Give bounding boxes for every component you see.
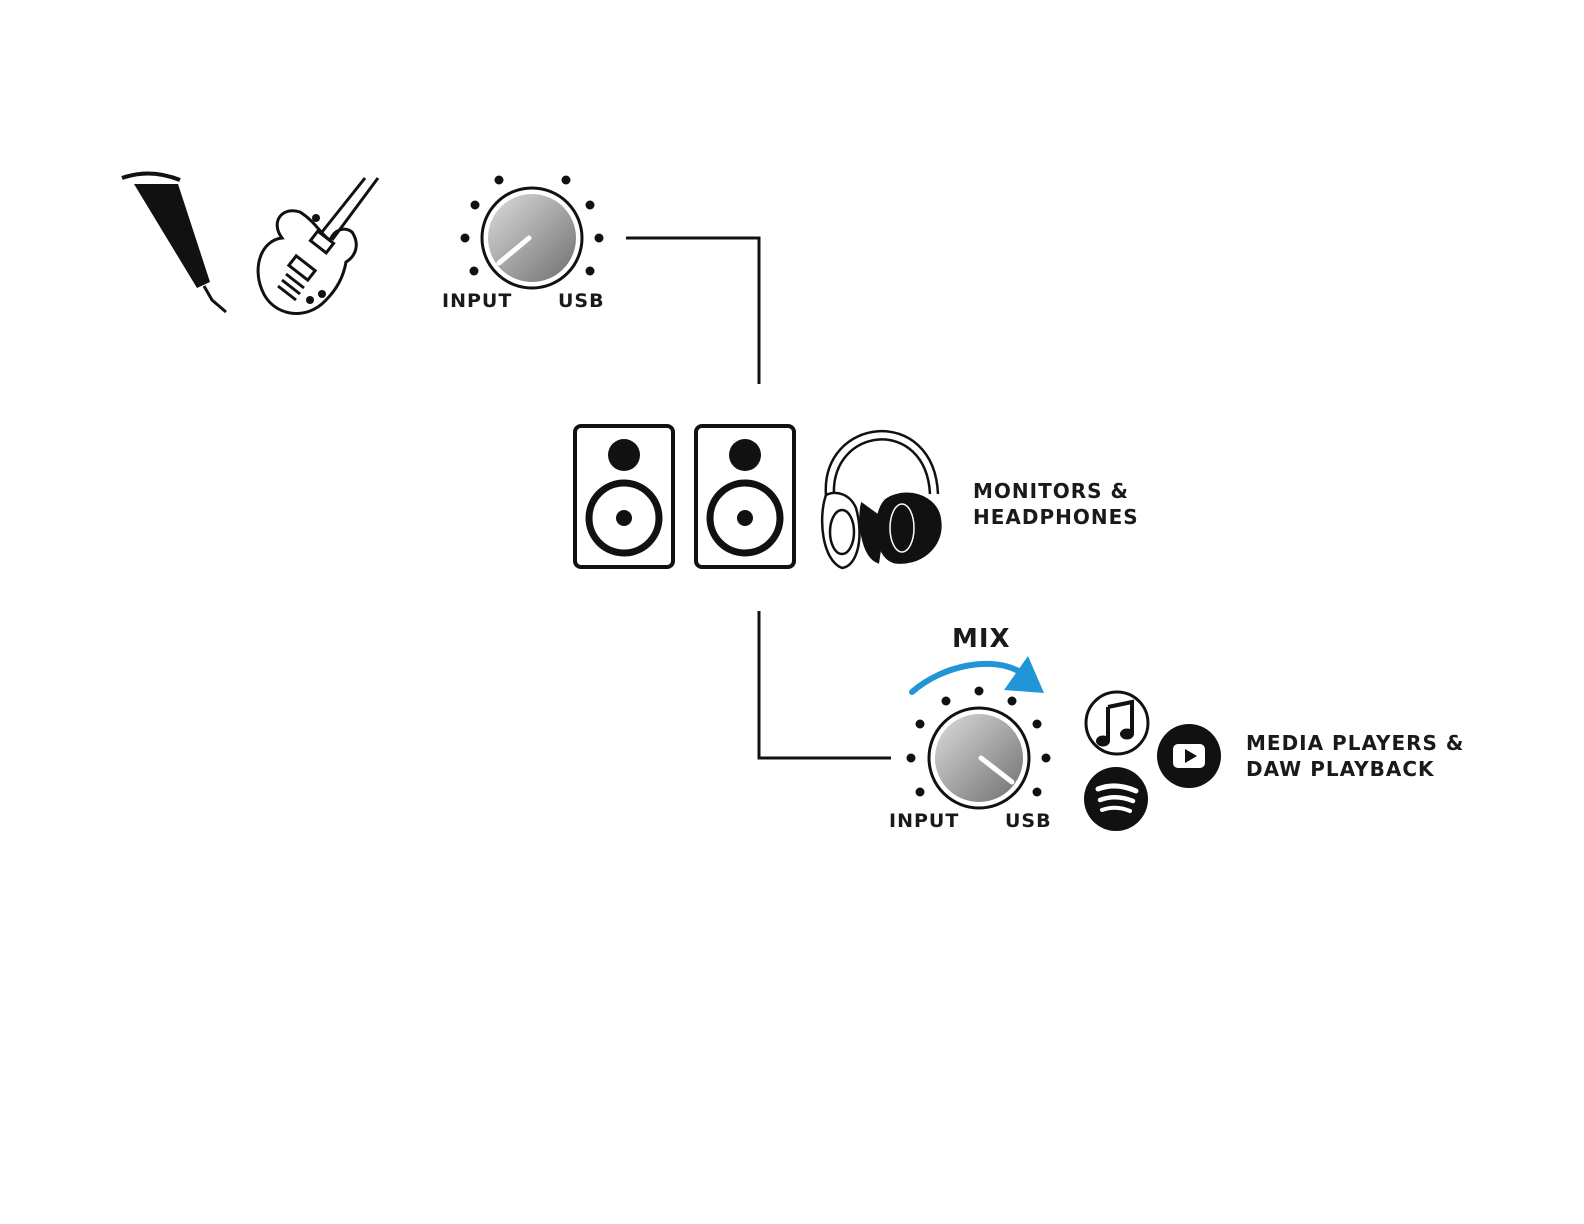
play-icon [1157,724,1221,788]
mix-knob-input-label: INPUT [889,810,959,832]
speaker-icon [696,426,794,567]
top-knob-usb-label: USB [558,290,605,312]
spotify-icon [1084,767,1148,831]
media-label: MEDIA PLAYERS & DAW PLAYBACK [1246,730,1464,782]
media-label-line2: DAW PLAYBACK [1246,756,1464,782]
outputs-label-line1: MONITORS & [973,478,1139,504]
guitar-icon [258,178,378,313]
media-label-line1: MEDIA PLAYERS & [1246,730,1464,756]
connector-top [626,238,759,384]
mix-knob [907,656,1051,808]
speaker-icon [575,426,673,567]
outputs-label-line2: HEADPHONES [973,504,1139,530]
mix-knob-usb-label: USB [1005,810,1052,832]
outputs-label: MONITORS & HEADPHONES [973,478,1139,530]
mix-arrow [912,664,1020,692]
connector-bottom [759,611,891,758]
music-note-icon [1086,692,1148,754]
mix-arrow-head [1004,656,1044,693]
headphones-icon [822,431,940,568]
microphone-icon [122,173,226,312]
input-usb-knob [461,176,604,289]
top-knob-input-label: INPUT [442,290,512,312]
mix-title: MIX [952,624,1011,654]
